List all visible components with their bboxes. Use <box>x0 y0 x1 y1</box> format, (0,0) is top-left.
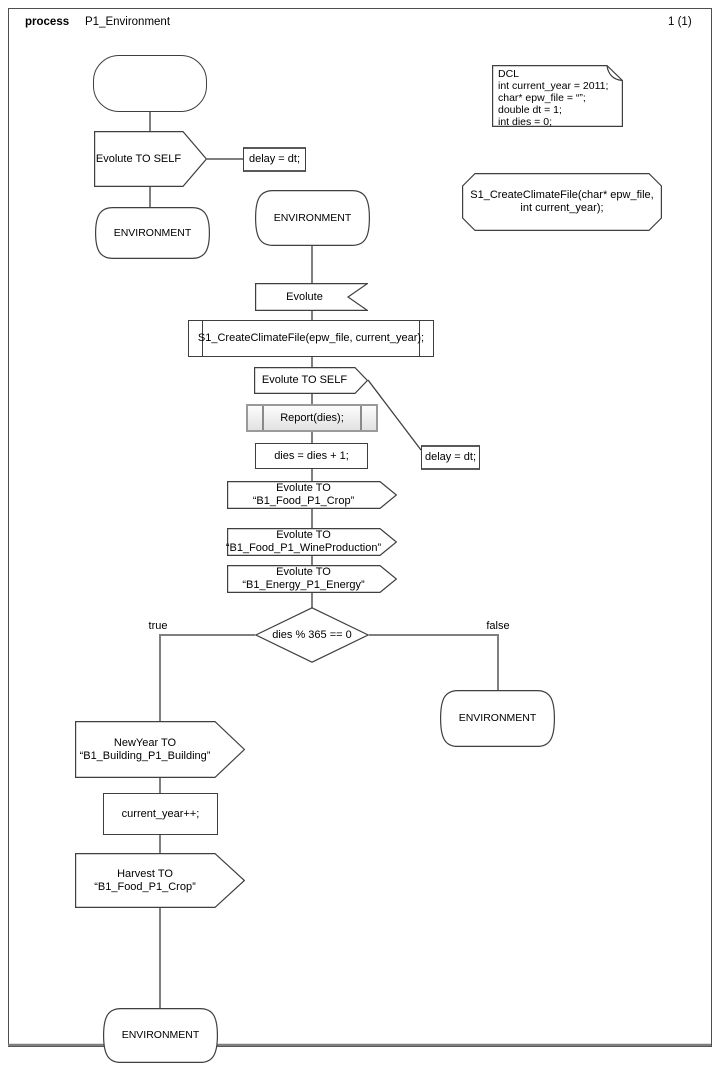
page-title: P1_Environment <box>85 16 171 28</box>
state-environment-false[interactable]: ENVIRONMENT <box>440 690 555 747</box>
output-label-line1: NewYear TO <box>113 736 177 749</box>
output-label-line2: “B1_Energy_P1_Energy” <box>242 579 365 591</box>
signal-decl-line1: S1_CreateClimateFile(char* epw_file, <box>470 189 654 201</box>
procedure-label: S1_CreateClimateFile(epw_file, current_y… <box>197 332 425 344</box>
dcl-line: DCL <box>498 68 520 80</box>
output-label-line1: Harvest TO <box>117 867 173 880</box>
output-label-line2: “B1_Building_P1_Building” <box>79 749 211 762</box>
task-label: delay = dt; <box>248 153 301 165</box>
page-number: 1 (1) <box>668 16 692 28</box>
input-label: Evolute <box>286 290 323 303</box>
output-evolute-energy[interactable]: Evolute TO“B1_Energy_P1_Energy” <box>227 565 397 593</box>
decision-condition: dies % 365 == 0 <box>272 628 352 641</box>
task-label: delay = dt; <box>424 451 477 463</box>
output-label-line2: “B1_Food_P1_WineProduction” <box>225 542 382 554</box>
output-label-line2: “B1_Food_P1_Crop” <box>94 880 196 893</box>
start-symbol[interactable] <box>93 55 207 112</box>
procedure-label: Report(dies); <box>280 411 344 424</box>
signal-decl-line2: int current_year); <box>520 202 604 214</box>
state-label: ENVIRONMENT <box>113 226 192 239</box>
task-increment-year[interactable]: current_year++; <box>103 793 218 835</box>
task-increment-dies[interactable]: dies = dies + 1; <box>255 443 368 469</box>
procedure-bar-left <box>202 321 204 356</box>
procedure-bar-right <box>418 321 420 356</box>
task-delay-top[interactable]: delay = dt; <box>243 147 306 172</box>
output-label-line2: “B1_Food_P1_Crop” <box>252 495 355 507</box>
procedure-bar-right <box>360 406 362 430</box>
output-newyear-building[interactable]: NewYear TO“B1_Building_P1_Building” <box>75 721 245 778</box>
output-label-line1: Evolute TO <box>276 566 331 578</box>
dcl-line: double dt = 1; <box>498 104 562 116</box>
input-evolute[interactable]: Evolute <box>255 283 368 311</box>
output-evolute-to-self-mid[interactable]: Evolute TO SELF <box>254 367 368 394</box>
state-label: ENVIRONMENT <box>121 1029 200 1041</box>
page-border <box>8 8 712 1047</box>
branch-label-false: false <box>486 620 510 632</box>
output-label-line1: Evolute TO <box>276 529 331 541</box>
task-delay-mid[interactable]: delay = dt; <box>421 445 480 470</box>
state-environment-bottom[interactable]: ENVIRONMENT <box>103 1008 218 1063</box>
task-label: dies = dies + 1; <box>274 449 349 462</box>
output-evolute-to-self-top[interactable]: Evolute TO SELF <box>94 131 207 187</box>
output-label-line1: Evolute TO <box>276 482 331 494</box>
task-label: current_year++; <box>121 807 200 820</box>
state-environment-mid[interactable]: ENVIRONMENT <box>255 190 370 246</box>
output-label: Evolute TO SELF <box>95 152 182 165</box>
output-harvest-crop[interactable]: Harvest TO“B1_Food_P1_Crop” <box>75 853 245 908</box>
decision-dies-mod-365[interactable]: dies % 365 == 0 <box>255 607 369 663</box>
document-kind-label: process <box>25 16 70 28</box>
dcl-line: int dies = 0; <box>498 116 552 128</box>
procedure-call-report[interactable]: Report(dies); <box>246 404 378 432</box>
output-evolute-wine-production[interactable]: Evolute TO“B1_Food_P1_WineProduction” <box>225 528 397 556</box>
dcl-line: int current_year = 2011; <box>498 80 609 92</box>
dcl-declarations-note[interactable]: DCL int current_year = 2011; char* epw_f… <box>492 65 623 128</box>
procedure-call-create-climate-file[interactable]: S1_CreateClimateFile(epw_file, current_y… <box>188 320 434 357</box>
signal-declaration-create-climate-file[interactable]: S1_CreateClimateFile(char* epw_file,int … <box>462 173 662 231</box>
state-label: ENVIRONMENT <box>273 211 352 224</box>
procedure-bar-left <box>262 406 264 430</box>
output-evolute-crop[interactable]: Evolute TO“B1_Food_P1_Crop” <box>227 481 397 509</box>
output-label: Evolute TO SELF <box>261 374 348 386</box>
branch-label-true: true <box>148 620 168 632</box>
state-label: ENVIRONMENT <box>458 712 537 724</box>
state-environment-left[interactable]: ENVIRONMENT <box>95 207 210 259</box>
dcl-line: char* epw_file = “”; <box>498 92 586 104</box>
